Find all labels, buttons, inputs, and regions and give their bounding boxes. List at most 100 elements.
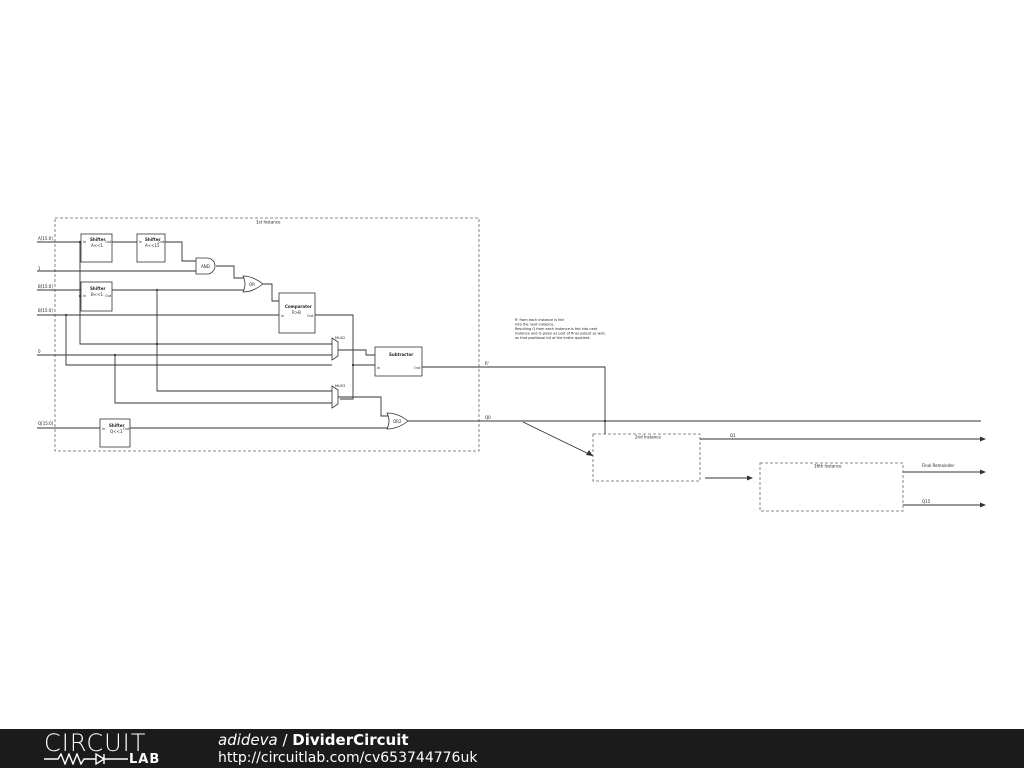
second-instance: 2nd Instance — [592, 433, 701, 482]
wire-mux1-to-subtractor — [338, 349, 375, 356]
comparator: Comparator R>B in Out — [278, 292, 316, 334]
mux-2: MUX3 — [331, 384, 345, 409]
shifter-q-shl1-in: in — [102, 427, 105, 431]
comparator-out: Out — [307, 314, 314, 318]
comparator-box — [278, 292, 316, 334]
note-line: into the next instance. — [515, 323, 554, 327]
junction-select — [351, 363, 355, 367]
title-separator: / — [277, 731, 293, 749]
last-instance: 16th Instance — [759, 462, 904, 512]
and-gate: AND — [195, 257, 216, 275]
shifter-a-shl1-op: A<<1 — [91, 243, 103, 248]
arrow-to-second-instance — [586, 450, 593, 456]
shifter-b-shl1-op: B<<1 — [91, 292, 103, 297]
first-instance-group: 1st Instance — [54, 217, 480, 452]
mux-2-body — [331, 385, 339, 409]
shifter-a-shl15: Shifter A<<15 in Out — [136, 233, 166, 263]
comparator-op: R>B — [292, 310, 301, 315]
junctions — [64, 240, 607, 423]
mux-1: MUX2 — [331, 336, 345, 361]
wire-or-to-comparator — [263, 283, 279, 302]
shifter-q-shl1-title: Shifter — [109, 423, 124, 428]
subtractor-title: Subtractor — [389, 352, 413, 357]
junction-mux1-a — [155, 342, 159, 346]
shifter-a-shl1-out: Out — [105, 240, 112, 244]
shifter-a-shl15-title: Shifter — [145, 237, 160, 242]
shifter-b-shl1-in: in — [83, 294, 86, 298]
author-link[interactable]: adideva — [218, 731, 278, 749]
junction-shifter3 — [78, 294, 82, 298]
mux-1-body — [331, 337, 339, 361]
subtractor-box — [374, 346, 423, 377]
subtractor: Subtractor in Out — [374, 346, 423, 377]
wire-zero-tap-to-mux2 — [114, 355, 332, 404]
shifter-a-shl1-in: in — [83, 240, 86, 244]
note-line: as that positional bit of the entire quo… — [515, 336, 591, 340]
signal-q0-label: Q0 — [485, 415, 491, 420]
wire-shifter2-to-and — [165, 241, 196, 262]
wire-a-tap-to-mux1 — [79, 242, 332, 345]
shifter-a-shl15-box — [136, 233, 166, 263]
shifter-a-shl1-title: Shifter — [90, 237, 105, 242]
arrow-q1 — [980, 436, 986, 442]
note-line: instance and is given as part of final o… — [515, 332, 606, 336]
arrow-to-last-instance — [747, 475, 753, 481]
circuit-title-line: adideva / DividerCircuit — [218, 731, 409, 749]
shifter-b-shl1-out: Out — [105, 294, 112, 298]
junction-b-top — [155, 288, 159, 292]
or-gate-body — [242, 275, 264, 293]
shifter-q-shl1: Shifter Q<<1 in Out — [99, 418, 131, 448]
junction-q0-r — [603, 419, 607, 423]
shifter-a-shl1-box — [80, 233, 113, 263]
comparator-title: Comparator — [285, 304, 312, 309]
annotation-note: R' from each instance is fed into the ne… — [515, 318, 606, 340]
or2-gate-label: OR2 — [393, 419, 402, 424]
mux-1-label: MUX2 — [335, 336, 345, 340]
shifter-b-shl1-title: Shifter — [90, 286, 105, 291]
arrow-q15 — [980, 502, 986, 508]
input-a-label: A[15:0] — [38, 236, 53, 241]
subtractor-in: in — [377, 366, 380, 370]
logo-lab-text: LAB — [129, 752, 161, 767]
wire-mux2-to-or2 — [338, 396, 388, 417]
wire-b-tap-to-mux1 — [65, 315, 332, 366]
input-b-top-label: B[15:0] — [38, 284, 53, 289]
mux-2-label: MUX3 — [335, 384, 345, 388]
input-q-label: Q[15:0] — [38, 421, 54, 426]
or2-gate-body — [386, 412, 409, 430]
or-gate: OR — [242, 275, 264, 293]
shifter-a-shl15-op: A<<15 — [145, 243, 160, 248]
shifter-b-shl1: Shifter B<<1 in Out — [80, 281, 113, 312]
logo-resistor-icon — [44, 753, 128, 765]
shifter-a-shl1: Shifter A<<1 in Out — [80, 233, 113, 263]
footer-bar — [0, 729, 1024, 768]
wires — [37, 241, 986, 508]
second-instance-label: 2nd Instance — [635, 435, 661, 440]
shifter-q-shl1-op: Q<<1 — [110, 429, 123, 434]
note-line: Resulting Q from each instance is fed in… — [515, 327, 598, 331]
signal-final-remainder-label: Final Remainder — [922, 463, 955, 468]
wire-q0-to-second — [522, 421, 594, 457]
note-line: R' from each instance is fed — [515, 318, 564, 322]
circuit-title[interactable]: DividerCircuit — [292, 731, 409, 749]
comparator-in: in — [281, 314, 284, 318]
second-instance-box — [592, 433, 701, 482]
circuit-url[interactable]: http://circuitlab.com/cv653744776uk — [218, 750, 478, 766]
first-instance-boundary — [54, 217, 480, 452]
input-zero-label: 0 — [38, 349, 41, 354]
input-b-mid-label: B[15:0] — [38, 308, 53, 313]
shifter-a-shl15-in: in — [139, 240, 142, 244]
input-one-label: 1 — [38, 266, 41, 271]
wire-b-tap-to-mux2 — [156, 290, 332, 392]
junction-b-mid — [64, 313, 68, 317]
and-gate-label: AND — [201, 264, 210, 269]
and-gate-body — [195, 257, 216, 275]
schematic-canvas: 1st Instance A[15:0] 1 B[15:0] B[15:0] 0… — [37, 217, 986, 512]
last-instance-label: 16th Instance — [814, 464, 842, 469]
signal-r-label: R' — [485, 361, 489, 366]
signal-q1-label: Q1 — [730, 433, 736, 438]
logo-circuit-text: CIRCUIT — [44, 729, 147, 757]
junction-zero — [113, 353, 117, 357]
first-instance-label: 1st Instance — [256, 220, 281, 225]
junction-a — [78, 240, 82, 244]
